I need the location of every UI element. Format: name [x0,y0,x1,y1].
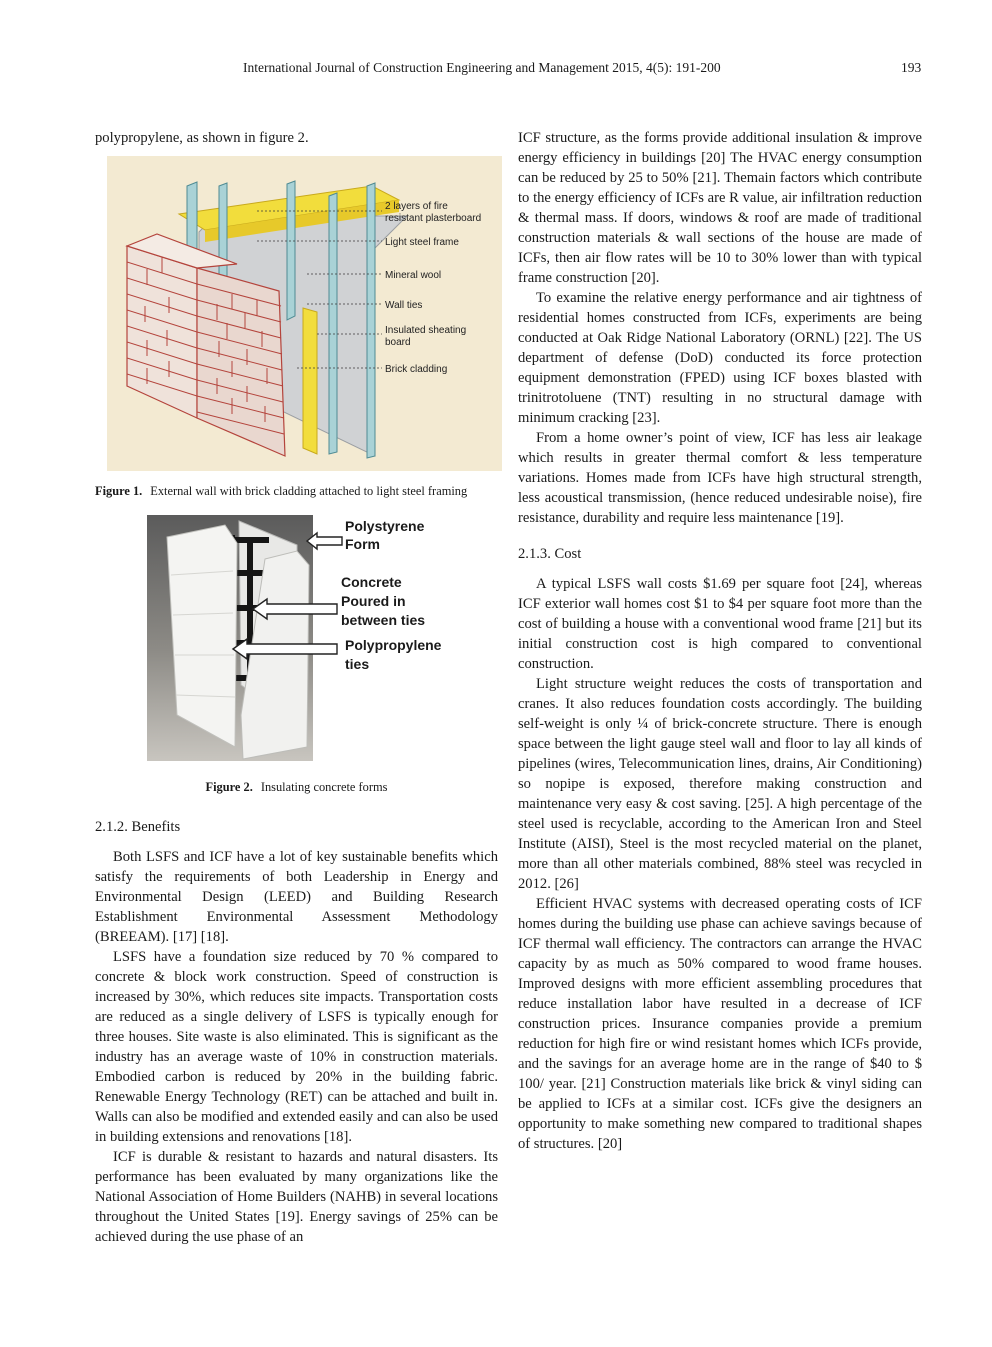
section-heading-benefits: 2.1.2. Benefits [95,819,181,835]
label-wall-ties: Wall ties [385,300,422,311]
figure-1-wall-diagram: 2 layers of fire resistant plasterboard … [107,156,502,471]
page-header: International Journal of Construction En… [0,58,992,80]
journal-citation: International Journal of Construction En… [243,60,721,75]
paragraph-ornl-experiments: To examine the relative energy performan… [518,290,922,426]
paragraph-cost-3: Efficient HVAC systems with decreased op… [518,896,922,1152]
wall-section-illustration: 2 layers of fire resistant plasterboard … [107,156,502,471]
icf-illustration: Polystyrene Form Concrete Poured in betw… [147,515,442,761]
label-light-steel-frame: Light steel frame [385,237,459,248]
label-insulated-sheating-1: Insulated sheating [385,325,466,336]
label-concrete: Concrete [341,574,402,590]
paragraph-benefits-2: LSFS have a foundation size reduced by 7… [95,949,498,1145]
section-heading-cost: 2.1.3. Cost [518,546,582,562]
figure-2-caption: Figure 2. Insulating concrete forms [95,779,498,795]
left-column: polypropylene, as shown in figure 2. [95,128,502,1247]
figure-1-label: Figure 1. [95,484,143,498]
paragraph-home-owner: From a home owner’s point of view, ICF h… [518,430,922,526]
label-poured-in: Poured in [341,593,406,609]
paragraph-intro: polypropylene, as shown in figure 2. [95,130,309,146]
label-between-ties: between ties [341,612,425,628]
paragraph-benefits-1: Both LSFS and ICF have a lot of key sust… [95,849,498,945]
label-brick-cladding: Brick cladding [385,364,447,375]
figure-1-caption: Figure 1. External wall with brick claddi… [95,483,498,499]
label-insulated-sheating-2: board [385,337,411,348]
figure-2-caption-text: Insulating concrete forms [260,780,388,794]
label-form: Form [345,536,380,552]
figure-2-label: Figure 2. [205,780,253,794]
right-column: ICF structure, as the forms provide addi… [518,128,922,1154]
label-plasterboard-1: 2 layers of fire [385,201,448,212]
label-mineral-wool: Mineral wool [385,270,441,281]
label-plasterboard-2: resistant plasterboard [385,213,481,224]
figure-1-caption-text: External wall with brick cladding attach… [150,484,468,498]
label-polystyrene: Polystyrene [345,518,425,534]
paragraph-benefits-3: ICF is durable & resistant to hazards an… [95,1149,498,1245]
label-ties: ties [345,656,369,672]
label-polypropylene: Polypropylene [345,637,442,653]
paragraph-cost-2: Light structure weight reduces the costs… [518,676,922,892]
page-number: 193 [901,60,922,75]
figure-2-icf-photo: Polystyrene Form Concrete Poured in betw… [147,515,467,761]
paragraph-cost-1: A typical LSFS wall costs $1.69 per squa… [518,576,922,672]
paragraph-icf-energy: ICF structure, as the forms provide addi… [518,130,922,286]
